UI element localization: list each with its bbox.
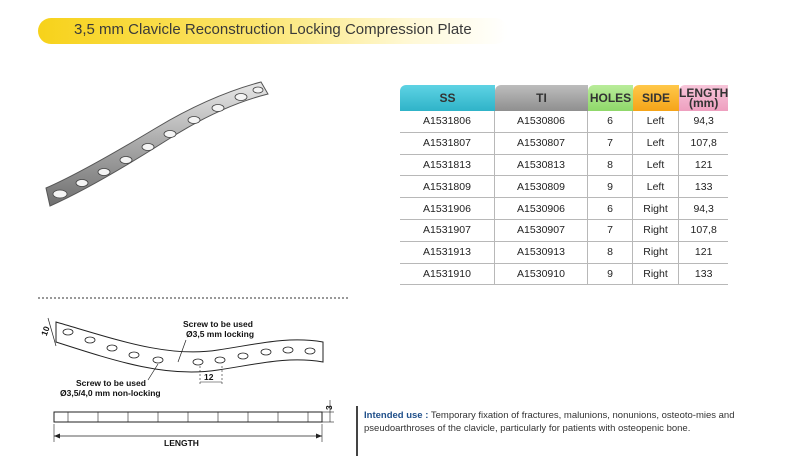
cell-ti: A1530807 xyxy=(495,132,588,155)
cell-holes: 8 xyxy=(588,154,633,177)
cell-length: 133 xyxy=(679,176,729,199)
locking-label-2: Ø3,5 mm locking xyxy=(186,329,254,339)
cell-length: 133 xyxy=(679,263,729,286)
cell-length: 121 xyxy=(679,154,729,177)
page-title: 3,5 mm Clavicle Reconstruction Locking C… xyxy=(74,21,472,38)
cell-ti: A1530907 xyxy=(495,219,588,242)
cell-side: Right xyxy=(633,241,679,264)
cell-length: 107,8 xyxy=(679,132,729,155)
cell-ss: A1531907 xyxy=(400,219,495,242)
cell-ss: A1531910 xyxy=(400,263,495,286)
cell-holes: 6 xyxy=(588,111,633,133)
header-holes: HOLES xyxy=(588,85,633,111)
cell-holes: 6 xyxy=(588,198,633,220)
cell-length: 107,8 xyxy=(679,219,729,242)
dim-spacing: 12 xyxy=(204,372,214,382)
header-side: SIDE xyxy=(633,85,679,111)
cell-ti: A1530910 xyxy=(495,263,588,286)
header-length-unit: (mm) xyxy=(689,96,719,110)
dim-width: 10 xyxy=(39,325,52,338)
cell-ss: A1531806 xyxy=(400,111,495,133)
intended-use-rule xyxy=(356,406,358,456)
intended-use-label: Intended use : xyxy=(364,410,429,421)
cell-side: Left xyxy=(633,132,679,155)
cell-side: Left xyxy=(633,111,679,133)
footer-ti xyxy=(495,285,588,296)
cell-ss: A1531813 xyxy=(400,154,495,177)
cell-ti: A1530813 xyxy=(495,154,588,177)
cell-holes: 8 xyxy=(588,241,633,264)
cell-side: Right xyxy=(633,198,679,220)
dim-thickness: 3 xyxy=(324,405,334,410)
cell-holes: 9 xyxy=(588,176,633,199)
cell-length: 94,3 xyxy=(679,111,729,133)
cell-holes: 7 xyxy=(588,219,633,242)
cell-ss: A1531906 xyxy=(400,198,495,220)
locking-label-1: Screw to be used xyxy=(183,319,253,329)
cell-holes: 7 xyxy=(588,132,633,155)
footer-side xyxy=(633,285,679,296)
intended-use: Intended use : Temporary fixation of fra… xyxy=(364,410,764,435)
table-header-row: SS TI HOLES SIDE LENGTH (mm) xyxy=(400,85,729,111)
header-ss: SS xyxy=(400,85,495,111)
table-footer-bar xyxy=(400,285,729,296)
cell-side: Right xyxy=(633,219,679,242)
title-banner xyxy=(38,18,508,44)
technical-drawing: 10 Screw to be used Ø3,5 mm locking 12 S… xyxy=(39,317,334,448)
cell-ti: A1530906 xyxy=(495,198,588,220)
footer-holes xyxy=(588,285,633,296)
plate-image xyxy=(45,81,269,207)
header-ti: TI xyxy=(495,85,588,111)
cell-ss: A1531809 xyxy=(400,176,495,199)
footer-ss xyxy=(400,285,495,296)
cell-ss: A1531807 xyxy=(400,132,495,155)
nonlocking-label-1: Screw to be used xyxy=(76,378,146,388)
header-length-label: LENGTH xyxy=(679,86,729,100)
cell-ss: A1531913 xyxy=(400,241,495,264)
cell-ti: A1530913 xyxy=(495,241,588,264)
intended-use-text: Temporary fixation of fractures, malunio… xyxy=(364,410,735,434)
footer-length xyxy=(679,285,729,296)
cell-holes: 9 xyxy=(588,263,633,286)
dim-length: LENGTH xyxy=(164,438,199,448)
section-divider xyxy=(38,297,348,299)
cell-length: 94,3 xyxy=(679,198,729,220)
cell-ti: A1530806 xyxy=(495,111,588,133)
cell-side: Left xyxy=(633,154,679,177)
nonlocking-label-2: Ø3,5/4,0 mm non-locking xyxy=(60,388,161,398)
cell-side: Right xyxy=(633,263,679,286)
cell-ti: A1530809 xyxy=(495,176,588,199)
cell-length: 121 xyxy=(679,241,729,264)
cell-side: Left xyxy=(633,176,679,199)
header-length: LENGTH (mm) xyxy=(679,85,729,111)
